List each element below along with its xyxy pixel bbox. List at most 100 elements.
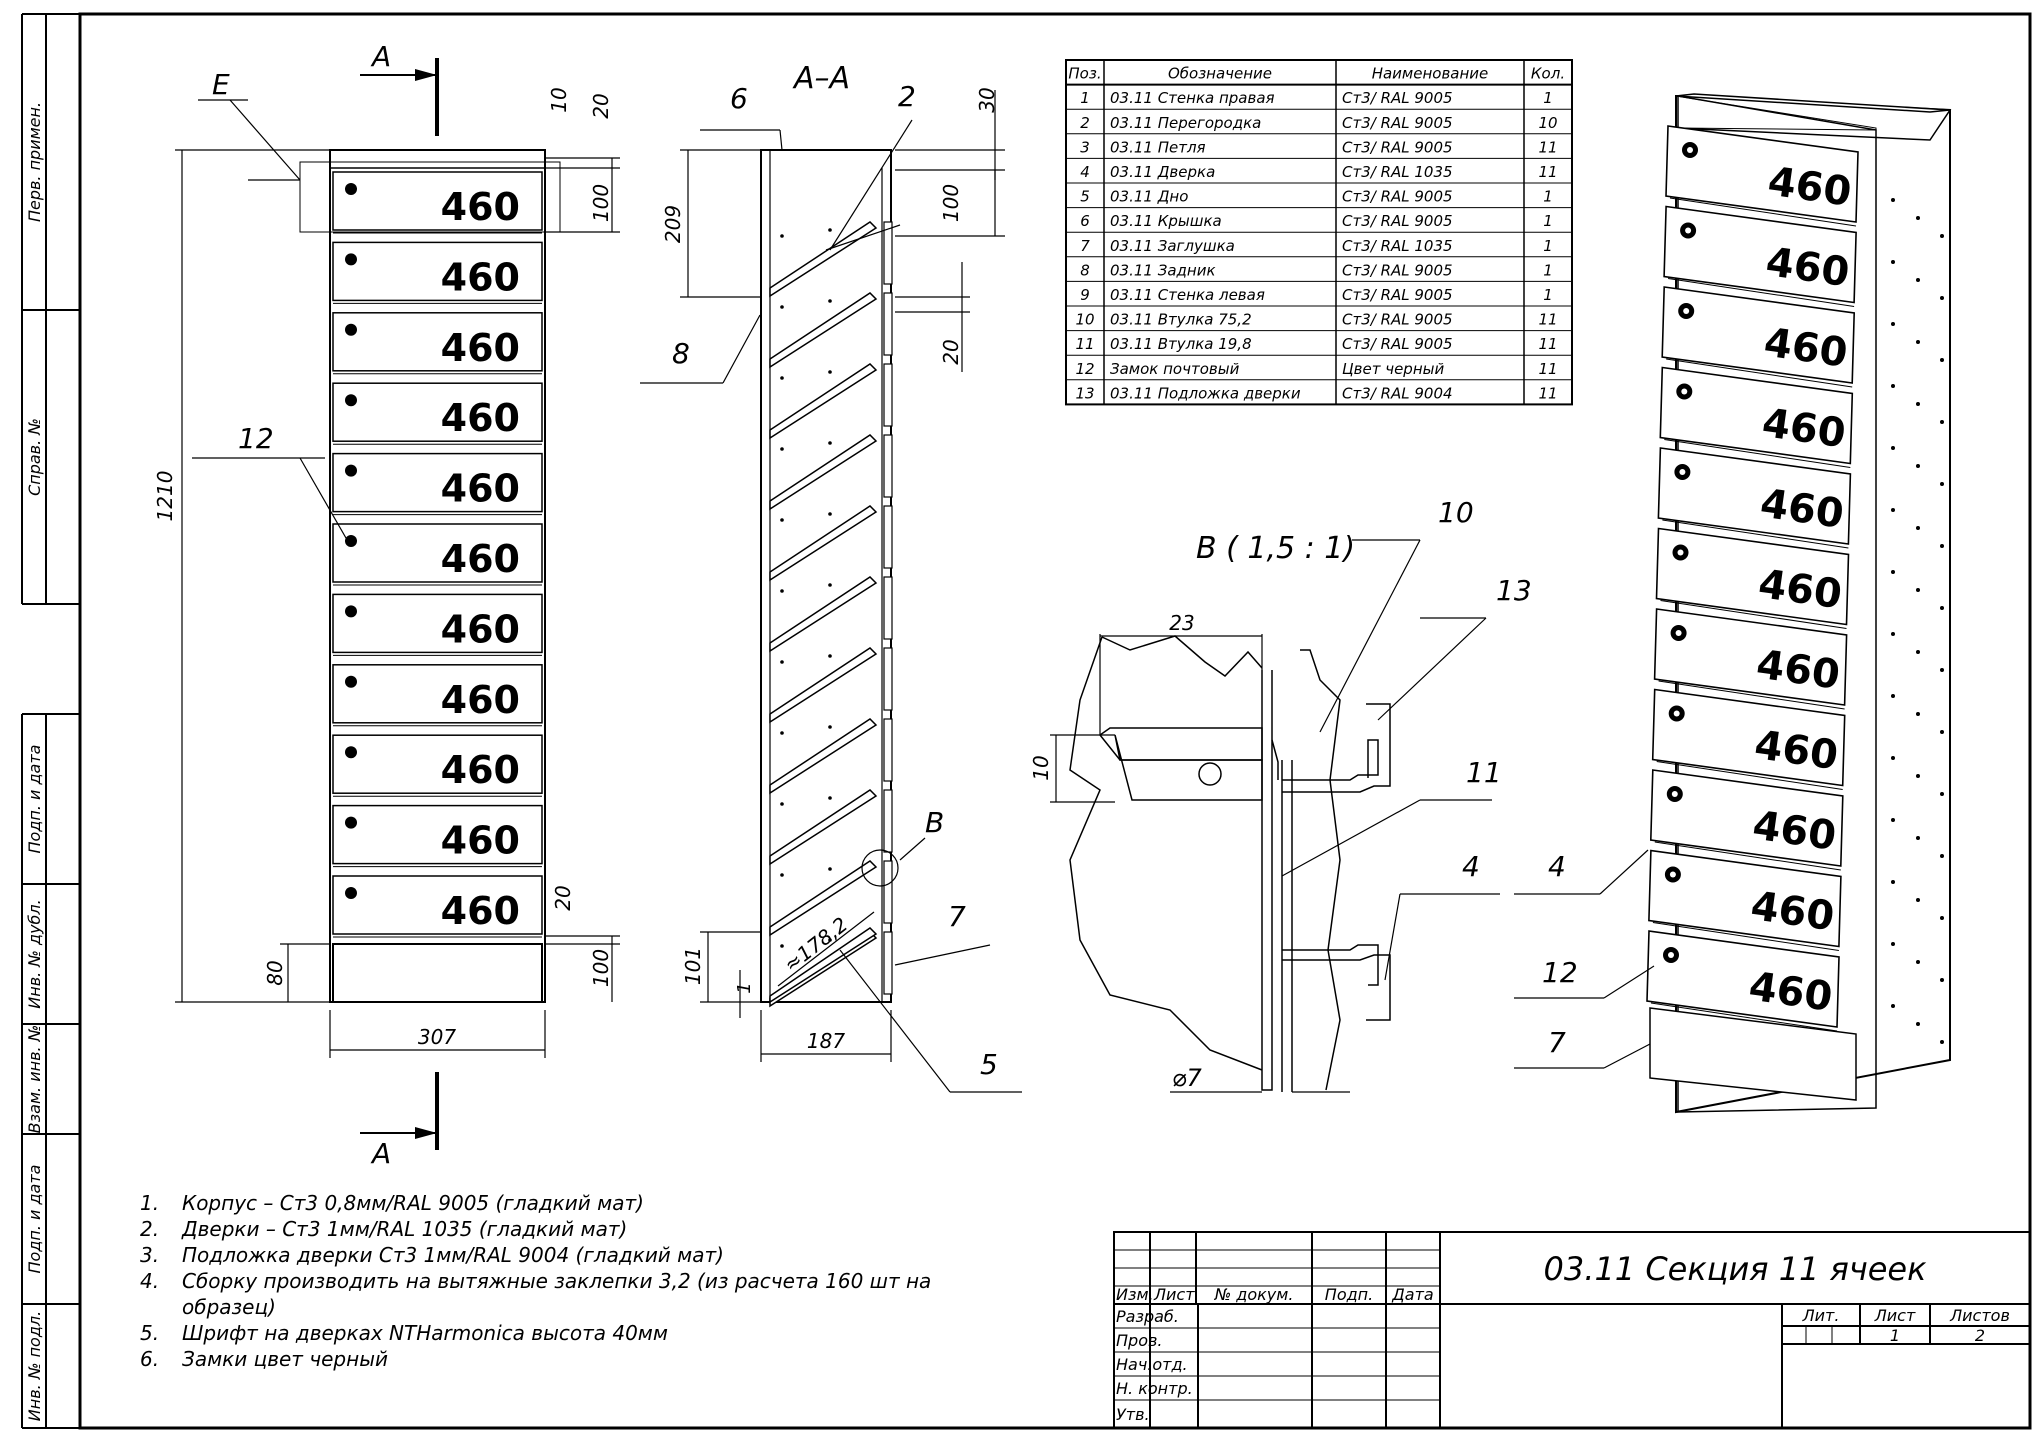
bom-cell: 03.11 Подложка дверки — [1110, 384, 1301, 402]
dim-detail-height: 10 — [1029, 755, 1053, 780]
bom-cell: Ст3/ RAL 1035 — [1342, 237, 1453, 255]
bom-cell: 03.11 Крышка — [1110, 212, 1222, 230]
bom-cell: 1 — [1543, 89, 1553, 107]
bom-cell: 11 — [1538, 360, 1557, 378]
bom-cell: Цвет черный — [1342, 360, 1444, 378]
bom-cell: Ст3/ RAL 9005 — [1342, 261, 1453, 279]
door-number: 460 — [441, 185, 520, 229]
side-label: Перв. примен. — [25, 102, 44, 222]
note-number: 6. — [140, 1347, 160, 1371]
iso-door — [1648, 849, 1842, 948]
bom-cell: 1 — [1543, 212, 1553, 230]
bom-cell: 8 — [1080, 261, 1090, 279]
dim-section-1: 1 — [734, 982, 755, 993]
bom-cell: Ст3/ RAL 9005 — [1342, 286, 1453, 304]
dim-section-depth: 187 — [807, 1029, 845, 1053]
bom-cell: 03.11 Втулка 19,8 — [1110, 335, 1252, 353]
front-door — [332, 171, 543, 231]
door-number: 460 — [441, 396, 520, 440]
note-text: Шрифт на дверках NTHarmonica высота 40мм — [182, 1321, 668, 1345]
lock-icon — [345, 323, 357, 336]
note-number: 4. — [140, 1269, 160, 1293]
bom-cell: Замок почтовый — [1110, 360, 1240, 378]
bom-cell: 11 — [1538, 384, 1557, 402]
iso-door — [1653, 608, 1848, 706]
side-label: Подп. и дата — [25, 1165, 44, 1274]
iso-door — [1649, 769, 1844, 867]
general-notes: 1. Корпус – Ст3 0,8мм/RAL 9005 (гладкий м… — [140, 1190, 940, 1372]
front-callout-12: 12 — [238, 422, 274, 455]
section-view: A–A 6 2 8 7 5 B 30 100 209 20 101 1 ≈178… — [640, 61, 1022, 1093]
side-label: Справ. № — [25, 418, 44, 496]
side-strip — [21, 13, 80, 1429]
side-label: Взам. инв. № — [25, 1025, 44, 1134]
section-shelf — [769, 221, 878, 298]
bom-cell: 11 — [1538, 311, 1557, 329]
note-number: 5. — [140, 1321, 160, 1345]
note-item: 5. Шрифт на дверках NTHarmonica высота 40… — [140, 1320, 940, 1346]
section-mark-a-top: A — [370, 40, 391, 73]
note-text: Замки цвет черный — [182, 1347, 388, 1371]
front-door — [332, 593, 543, 654]
dim-section-pitch: 100 — [939, 184, 963, 222]
bom-cell: Ст3/ RAL 9005 — [1342, 114, 1453, 132]
door-number: 460 — [441, 537, 520, 581]
door-number: 460 — [441, 748, 520, 792]
bom-cell: 03.11 Заглушка — [1110, 237, 1235, 255]
bom-cell: 1 — [1543, 188, 1553, 206]
bom-cell: 1 — [1543, 237, 1553, 255]
dim-section-top: 30 — [975, 87, 999, 112]
bom-cell: Ст3/ RAL 1035 — [1342, 163, 1453, 181]
bom-cell: 10 — [1075, 311, 1094, 329]
detail-title: B ( 1,5 : 1) — [1196, 531, 1355, 566]
note-text: Корпус – Ст3 0,8мм/RAL 9005 (гладкий мат… — [182, 1191, 644, 1215]
note-item: 1. Корпус – Ст3 0,8мм/RAL 9005 (гладкий м… — [140, 1190, 940, 1216]
iso-door — [1646, 930, 1840, 1028]
bom-cell: Ст3/ RAL 9004 — [1342, 384, 1453, 402]
dim-section-101: 101 — [681, 947, 705, 985]
sheets-value: 2 — [1975, 1326, 1985, 1345]
detail-view-e-label: E — [212, 68, 230, 101]
detail-callout: 10 — [1438, 496, 1474, 529]
front-door — [332, 804, 543, 865]
dim-detail-width: 23 — [1169, 611, 1194, 635]
dim-top-gap: 10 — [547, 87, 571, 112]
note-number: 1. — [140, 1191, 160, 1215]
bom-cell: 03.11 Задник — [1110, 261, 1216, 279]
side-label: Инв. № дубл. — [25, 899, 44, 1008]
note-text: Дверки – Ст3 1мм/RAL 1035 (гладкий мат) — [182, 1217, 628, 1241]
iso-door — [1655, 527, 1850, 626]
detail-callout: 4 — [1462, 850, 1480, 883]
row-label: Н. контр. — [1116, 1379, 1193, 1398]
bom-cell: 1 — [1543, 286, 1553, 304]
row-label: Утв. — [1116, 1405, 1150, 1424]
bom-cell: 11 — [1075, 335, 1094, 353]
bom-cell: 03.11 Стенка левая — [1110, 286, 1265, 304]
dim-top-cap: 20 — [589, 93, 613, 118]
detail-callout-b: B — [925, 806, 944, 839]
section-shelf — [769, 505, 878, 582]
section-title: A–A — [792, 61, 850, 96]
bom-cell: Ст3/ RAL 9005 — [1342, 335, 1453, 353]
section-shelf — [769, 434, 878, 511]
dim-door-pitch: 100 — [589, 184, 613, 222]
note-number: 3. — [140, 1243, 160, 1267]
col-header: Подп. — [1325, 1285, 1373, 1304]
drawing-title: 03.11 Секция 11 ячеек — [1544, 1250, 1928, 1288]
section-shelf — [769, 363, 878, 440]
front-door — [332, 523, 543, 583]
bom-cell: Ст3/ RAL 9005 — [1342, 212, 1453, 230]
bom-cell: Ст3/ RAL 9005 — [1342, 311, 1453, 329]
section-shelf — [769, 292, 878, 369]
section-shelf — [769, 860, 878, 937]
bom-cell: 03.11 Перегородка — [1110, 114, 1261, 132]
bom-cell: 3 — [1080, 138, 1090, 156]
door-number: 460 — [441, 255, 520, 299]
bom-cell: 5 — [1080, 188, 1090, 206]
dim-section-209: 209 — [661, 205, 685, 243]
iso-door — [1661, 286, 1856, 384]
bom-cell: 03.11 Дно — [1110, 188, 1188, 206]
